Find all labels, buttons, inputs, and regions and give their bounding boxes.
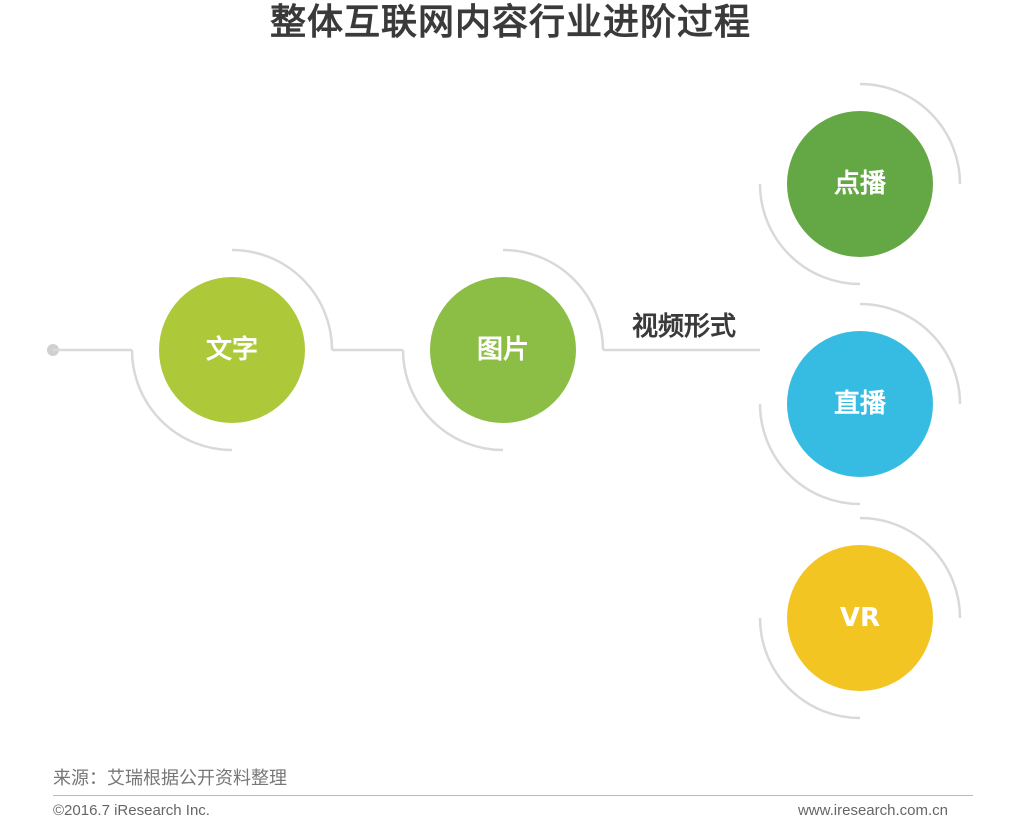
- orbit-arc: [130, 349, 233, 452]
- node-circle: [787, 545, 933, 691]
- node-label: 文字: [206, 334, 258, 365]
- orbit-arc: [758, 617, 861, 720]
- node-circle: [787, 111, 933, 257]
- node-label: VR: [840, 603, 880, 633]
- node-image: 图片: [401, 248, 605, 452]
- footer-divider: [53, 795, 973, 796]
- orbit-arc: [859, 82, 962, 185]
- branch-label: 视频形式: [632, 312, 736, 342]
- orbit-arc: [502, 248, 605, 351]
- node-text: 文字: [130, 248, 334, 452]
- orbit-arc: [401, 349, 504, 452]
- orbit-arc: [859, 302, 962, 405]
- copyright: ©2016.7 iResearch Inc.: [53, 802, 210, 819]
- orbit-arc: [231, 248, 334, 351]
- orbit-arc: [758, 403, 861, 506]
- node-vr: VR: [758, 516, 962, 720]
- node-label: 点播: [834, 168, 887, 199]
- orbit-arc: [859, 516, 962, 619]
- node-circle: [787, 331, 933, 477]
- node-vod: 点播: [758, 82, 962, 286]
- node-circle: [430, 277, 576, 423]
- node-circle: [159, 277, 305, 423]
- source-note: 来源：艾瑞根据公开资料整理: [53, 768, 287, 789]
- node-label: 图片: [477, 335, 529, 365]
- node-label: 直播: [834, 389, 887, 419]
- diagram-title: 整体互联网内容行业进阶过程: [269, 2, 751, 43]
- orbit-arc: [758, 183, 861, 286]
- node-live: 直播: [758, 302, 962, 506]
- website: www.iresearch.com.cn: [797, 802, 948, 819]
